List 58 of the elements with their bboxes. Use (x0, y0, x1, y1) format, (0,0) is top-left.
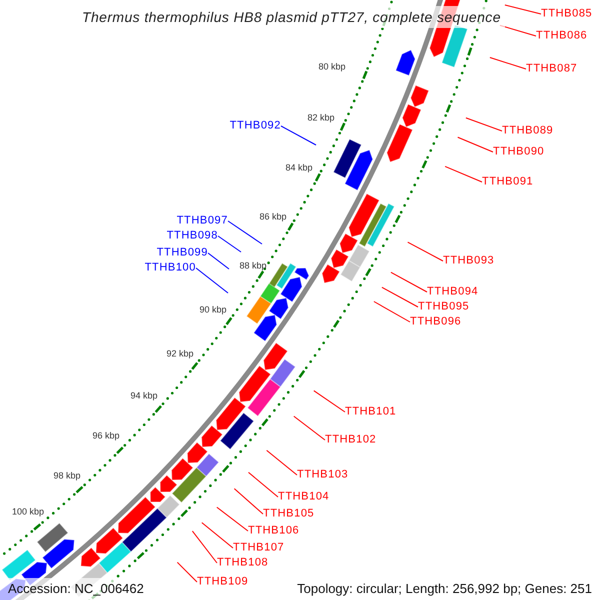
gene-label: TTHB100 (144, 262, 196, 274)
leader-line (293, 416, 326, 440)
leader-line (266, 450, 298, 476)
gene-label: TTHB089 (502, 124, 554, 136)
leader-line (176, 562, 198, 582)
gene-label: TTHB095 (418, 300, 470, 312)
leader-line (208, 252, 230, 270)
leader-line (407, 242, 444, 262)
gene-label: TTHB091 (482, 176, 534, 188)
scale-label: 88 kbp (239, 260, 267, 272)
gene-label: TTHB098 (166, 230, 218, 242)
leader-line (196, 268, 228, 294)
gene-label: TTHB086 (536, 30, 588, 42)
gene-label: TTHB090 (493, 146, 544, 158)
leader-line (444, 166, 482, 182)
leader-line (280, 126, 316, 146)
scale-label: 80 kbp (318, 62, 346, 72)
scale-label: 86 kbp (259, 212, 287, 222)
gene-label: TTHB099 (156, 246, 208, 258)
leader-line (234, 488, 264, 514)
gene-label: TTHB108 (217, 556, 268, 568)
gene-label: TTHB092 (230, 120, 281, 132)
leader-line (313, 390, 346, 412)
gene-label: TTHB096 (410, 316, 462, 328)
leader-line (504, 4, 542, 14)
leader-line (373, 301, 410, 322)
leader-line (216, 506, 248, 532)
leader-line (390, 272, 428, 292)
leader-line (457, 136, 494, 152)
scale-label: 98 kbp (53, 470, 81, 482)
gene-label: TTHB087 (526, 62, 578, 74)
scale-label: 82 kbp (307, 112, 335, 124)
scale-label: 94 kbp (130, 390, 158, 402)
leader-line (465, 117, 502, 132)
gene-label: TTHB085 (541, 8, 592, 20)
leader-line (228, 220, 262, 244)
gene-label: TTHB105 (263, 508, 314, 520)
scale-label: 84 kbp (285, 162, 313, 174)
leader-line (381, 286, 418, 308)
scale-label: 100 kbp (12, 506, 44, 518)
gene-label: TTHB094 (427, 286, 478, 298)
leader-line (201, 522, 234, 548)
gene-label: TTHB097 (176, 214, 228, 226)
leader-line (192, 530, 218, 564)
leader-line (489, 57, 526, 70)
scale-label: 96 kbp (92, 430, 120, 442)
gene-label: TTHB106 (248, 524, 300, 536)
gene-label: TTHB103 (297, 468, 348, 480)
leader-line (218, 236, 242, 252)
leader-line (248, 472, 278, 498)
scale-label: 92 kbp (166, 348, 194, 360)
gene-label: TTHB102 (325, 434, 376, 446)
gene-label: TTHB107 (233, 542, 284, 554)
gene-label: TTHB101 (345, 406, 396, 418)
gene-label: TTHB104 (278, 490, 330, 502)
gene-label: TTHB093 (443, 254, 494, 266)
gene-label: TTHB109 (197, 576, 248, 588)
scale-label: 90 kbp (199, 304, 227, 316)
